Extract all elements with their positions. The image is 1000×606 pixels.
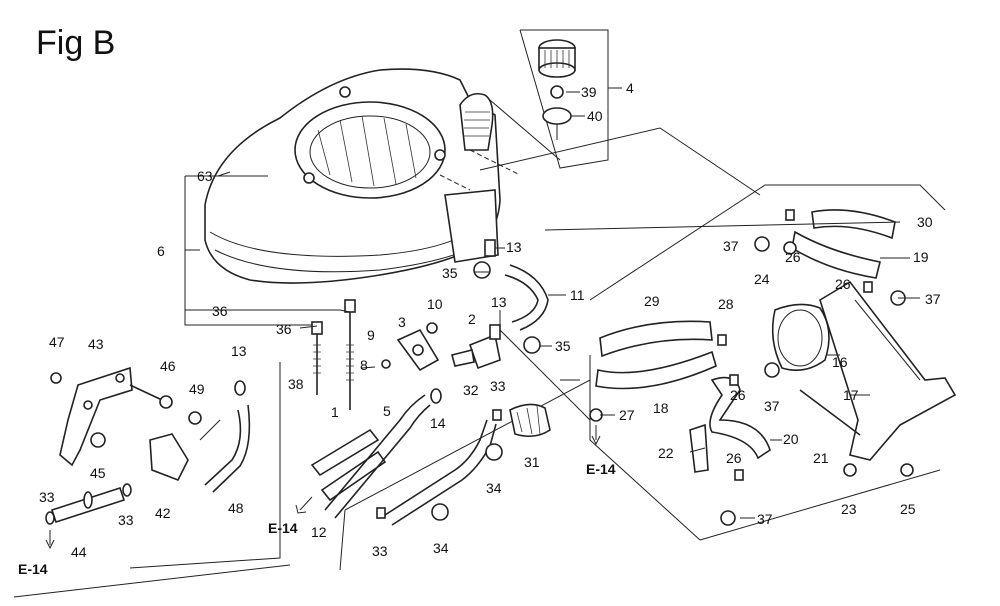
callout-17: 17 bbox=[843, 387, 859, 403]
callout-24: 24 bbox=[754, 271, 770, 287]
figure-title: Fig B bbox=[36, 24, 116, 62]
callout-63: 63 bbox=[197, 168, 213, 184]
fuel-cock-group bbox=[324, 239, 549, 519]
callout-20: 20 bbox=[783, 431, 799, 447]
callout-13-tank: 13 bbox=[506, 239, 522, 255]
callout-46: 46 bbox=[160, 358, 176, 374]
callout-33-left-b: 33 bbox=[39, 489, 55, 505]
callout-47: 47 bbox=[49, 334, 65, 350]
callout-37-d: 37 bbox=[757, 511, 773, 527]
callout-21: 21 bbox=[813, 450, 829, 466]
callout-3: 3 bbox=[398, 314, 406, 330]
fuel-cap-group bbox=[489, 29, 620, 169]
callout-32: 32 bbox=[463, 382, 479, 398]
callout-18: 18 bbox=[653, 400, 669, 416]
callout-labels: 63 6 36 36 38 9 1 12 4 39 40 13 35 11 13… bbox=[18, 80, 941, 577]
callout-33-bottom: 33 bbox=[372, 543, 388, 559]
callout-8: 8 bbox=[360, 357, 368, 373]
callout-26-c: 26 bbox=[730, 387, 746, 403]
callout-1: 1 bbox=[331, 404, 339, 420]
callout-39: 39 bbox=[581, 84, 597, 100]
callout-37-a: 37 bbox=[723, 238, 739, 254]
callout-34-lower: 34 bbox=[433, 540, 449, 556]
callout-11: 11 bbox=[570, 287, 585, 303]
callout-45: 45 bbox=[90, 465, 106, 481]
callout-37-b: 37 bbox=[925, 291, 941, 307]
callout-23: 23 bbox=[841, 501, 857, 517]
callout-16: 16 bbox=[832, 354, 848, 370]
leader-lines bbox=[13, 127, 946, 598]
reference-arrows bbox=[45, 425, 601, 550]
hose-group-32 bbox=[376, 403, 551, 526]
reference-e14-mid: E-14 bbox=[268, 520, 298, 536]
callout-4: 4 bbox=[626, 80, 634, 96]
callout-26-a: 26 bbox=[785, 249, 801, 265]
callout-leaders bbox=[185, 87, 920, 519]
callout-35-upper: 35 bbox=[442, 265, 458, 281]
left-bracket-group bbox=[45, 366, 251, 525]
callout-5: 5 bbox=[383, 403, 391, 419]
callout-38: 38 bbox=[288, 376, 304, 392]
callout-6: 6 bbox=[157, 243, 165, 259]
callout-44: 44 bbox=[71, 544, 87, 560]
callout-9: 9 bbox=[367, 327, 375, 343]
right-assembly bbox=[589, 209, 957, 526]
callout-19: 19 bbox=[913, 249, 929, 265]
callout-43: 43 bbox=[88, 336, 104, 352]
callout-37-c: 37 bbox=[764, 398, 780, 414]
callout-25: 25 bbox=[900, 501, 916, 517]
callout-2: 2 bbox=[468, 311, 476, 327]
callout-30: 30 bbox=[917, 214, 933, 230]
callout-33-mid: 33 bbox=[490, 378, 506, 394]
callout-26-d: 26 bbox=[726, 450, 742, 466]
callout-31: 31 bbox=[524, 454, 540, 470]
fuel-tank-shroud bbox=[204, 68, 521, 284]
callout-10: 10 bbox=[427, 296, 443, 312]
callout-22: 22 bbox=[658, 445, 674, 461]
callout-26-b: 26 bbox=[835, 276, 851, 292]
callout-35-lower: 35 bbox=[555, 338, 571, 354]
callout-33-left-a: 33 bbox=[118, 512, 134, 528]
callout-12: 12 bbox=[311, 524, 327, 540]
callout-13-left: 13 bbox=[231, 343, 247, 359]
callout-48: 48 bbox=[228, 500, 244, 516]
callout-42: 42 bbox=[155, 505, 171, 521]
reference-e14-left: E-14 bbox=[18, 561, 48, 577]
callout-34-upper: 34 bbox=[486, 480, 502, 496]
callout-40: 40 bbox=[587, 108, 603, 124]
callout-28: 28 bbox=[718, 296, 734, 312]
reference-e14-right: E-14 bbox=[586, 461, 616, 477]
callout-36-lower: 36 bbox=[276, 321, 292, 337]
callout-13-cock: 13 bbox=[491, 294, 507, 310]
callout-49: 49 bbox=[189, 381, 205, 397]
callout-29: 29 bbox=[644, 293, 660, 309]
callout-27: 27 bbox=[619, 407, 635, 423]
callout-14: 14 bbox=[430, 415, 446, 431]
callout-36-upper: 36 bbox=[212, 303, 228, 319]
